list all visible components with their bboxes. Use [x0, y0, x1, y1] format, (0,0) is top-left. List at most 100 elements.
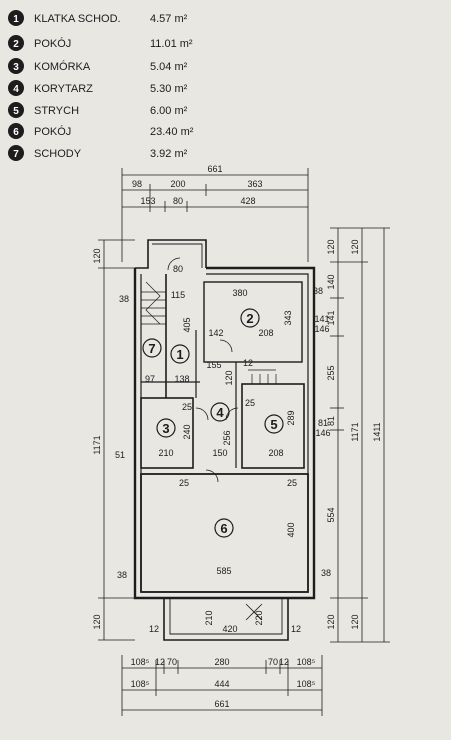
- legend-name: SCHODY: [34, 148, 82, 160]
- room-4-label: 4: [210, 402, 230, 422]
- svg-text:428: 428: [240, 196, 255, 206]
- legend-number: 5: [13, 106, 19, 117]
- legend-name: KLATKA SCHOD.: [34, 13, 121, 25]
- left-dimensions: [98, 239, 135, 641]
- svg-text:25: 25: [245, 398, 255, 408]
- svg-text:12: 12: [243, 358, 253, 368]
- svg-text:12: 12: [279, 657, 289, 667]
- svg-text:661: 661: [214, 699, 229, 709]
- svg-text:108⁵: 108⁵: [297, 657, 316, 667]
- svg-text:81: 81: [326, 416, 336, 426]
- room-7-label: 7: [142, 338, 162, 358]
- legend-item-6: 6 POKÓJ 23.40 m²: [8, 123, 194, 139]
- legend-number: 7: [13, 149, 19, 160]
- svg-text:661: 661: [207, 164, 222, 174]
- legend-item-3: 3 KOMÓRKA 5.04 m²: [8, 58, 188, 74]
- svg-text:343: 343: [283, 310, 293, 325]
- legend-item-2: 2 POKÓJ 11.01 m²: [8, 35, 193, 51]
- svg-text:120: 120: [350, 614, 360, 629]
- svg-text:405: 405: [182, 317, 192, 332]
- legend-area: 4.57 m²: [150, 13, 188, 25]
- svg-text:25: 25: [182, 402, 192, 412]
- svg-text:400: 400: [286, 522, 296, 537]
- room-2-label: 2: [240, 308, 260, 328]
- svg-text:81: 81: [318, 418, 328, 428]
- svg-text:585: 585: [216, 566, 231, 576]
- right-dimension-labels: 120 140 141 255 81 554 120 120 1171 120 …: [326, 239, 382, 629]
- top-dimension-labels: 661 98 200 363 153 80 428: [132, 164, 263, 206]
- legend-item-5: 5 STRYCH 6.00 m²: [8, 102, 188, 118]
- legend-number: 1: [13, 14, 19, 25]
- legend-name: POKÓJ: [34, 37, 71, 50]
- svg-text:120: 120: [350, 239, 360, 254]
- svg-text:97: 97: [145, 374, 155, 384]
- top-dimensions: [121, 168, 309, 262]
- svg-text:25: 25: [287, 478, 297, 488]
- svg-text:120: 120: [326, 239, 336, 254]
- svg-text:420: 420: [222, 624, 237, 634]
- walls: [133, 239, 316, 641]
- svg-text:363: 363: [247, 179, 262, 189]
- svg-text:70: 70: [268, 657, 278, 667]
- svg-text:2: 2: [246, 311, 253, 326]
- legend-badge: [8, 58, 24, 74]
- svg-text:208: 208: [258, 328, 273, 338]
- legend-name: STRYCH: [34, 105, 79, 117]
- legend-number: 2: [13, 39, 19, 50]
- svg-text:5: 5: [270, 417, 277, 432]
- svg-text:1171: 1171: [350, 422, 360, 441]
- room-3-label: 3: [156, 418, 176, 438]
- svg-text:12: 12: [155, 657, 165, 667]
- svg-text:38: 38: [117, 570, 127, 580]
- svg-text:220: 220: [254, 610, 264, 625]
- svg-text:210: 210: [204, 610, 214, 625]
- svg-text:108⁵: 108⁵: [297, 679, 316, 689]
- svg-text:380: 380: [232, 288, 247, 298]
- svg-text:200: 200: [170, 179, 185, 189]
- svg-text:240: 240: [182, 424, 192, 439]
- svg-text:142: 142: [208, 328, 223, 338]
- legend: 1 KLATKA SCHOD. 4.57 m² 2 POKÓJ 11.01 m²…: [8, 10, 194, 161]
- svg-text:120: 120: [92, 614, 102, 629]
- legend-name: KORYTARZ: [34, 83, 93, 95]
- legend-area: 11.01 m²: [150, 38, 193, 50]
- svg-text:38: 38: [321, 568, 331, 578]
- svg-text:153: 153: [140, 196, 155, 206]
- bottom-dimensions: [121, 655, 323, 716]
- svg-text:255: 255: [326, 365, 336, 380]
- stairs: [141, 281, 277, 384]
- right-dimensions: [330, 227, 390, 643]
- svg-text:4: 4: [216, 405, 224, 420]
- svg-text:98: 98: [132, 179, 142, 189]
- room-5-label: 5: [264, 414, 284, 434]
- svg-text:256: 256: [222, 430, 232, 445]
- legend-badge: [8, 10, 24, 26]
- svg-text:146: 146: [314, 324, 329, 334]
- svg-text:3: 3: [162, 421, 169, 436]
- svg-text:140: 140: [326, 274, 336, 289]
- svg-text:51: 51: [115, 450, 125, 460]
- legend-area: 5.04 m²: [150, 61, 188, 73]
- legend-item-7: 7 SCHODY 3.92 m²: [8, 145, 188, 161]
- svg-text:38: 38: [313, 286, 323, 296]
- svg-text:150: 150: [212, 448, 227, 458]
- room-labels: 1 2 3 4 5 6 7: [142, 308, 284, 538]
- svg-text:108⁵: 108⁵: [131, 679, 150, 689]
- svg-text:80: 80: [173, 196, 183, 206]
- legend-item-4: 4 KORYTARZ 5.30 m²: [8, 80, 188, 96]
- svg-text:120: 120: [224, 370, 234, 385]
- svg-text:6: 6: [220, 521, 227, 536]
- svg-text:120: 120: [92, 248, 102, 263]
- svg-text:1: 1: [176, 347, 183, 362]
- svg-text:208: 208: [268, 448, 283, 458]
- svg-text:80: 80: [173, 264, 183, 274]
- legend-badge: [8, 145, 24, 161]
- legend-item-1: 1 KLATKA SCHOD. 4.57 m²: [8, 10, 188, 26]
- legend-badge: [8, 80, 24, 96]
- svg-text:155: 155: [206, 360, 221, 370]
- interior-dimensions: 380 38 38 115 80 142 208 141 146 343 405…: [115, 264, 331, 634]
- svg-text:115: 115: [171, 290, 185, 300]
- legend-name: POKÓJ: [34, 125, 71, 138]
- svg-text:138: 138: [174, 374, 189, 384]
